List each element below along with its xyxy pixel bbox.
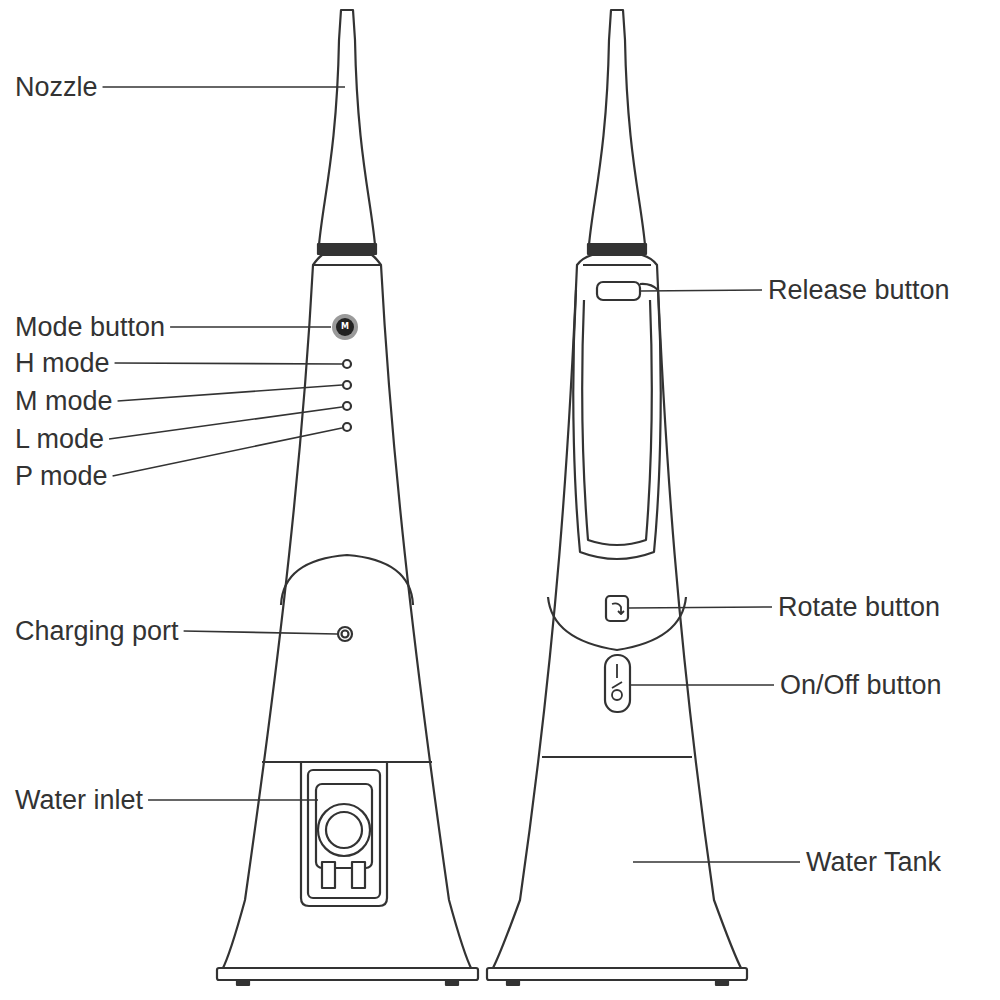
back-view [487, 10, 747, 985]
part-label: Nozzle [15, 74, 98, 101]
nozzle [319, 10, 375, 245]
water-inlet-frame [301, 763, 387, 906]
leader-line [115, 363, 342, 364]
charging-port-inner [342, 631, 349, 638]
leader-line [113, 428, 342, 476]
leader-line [641, 290, 762, 291]
on-off-symbol-ring [612, 690, 622, 700]
leader-line [631, 684, 774, 686]
front-view [217, 10, 478, 985]
grip-inner [582, 300, 651, 545]
leader-line [629, 607, 772, 608]
nozzle-collar [318, 244, 376, 254]
mode-button-halo [332, 314, 358, 340]
mode-led [343, 381, 351, 389]
water-tank-line [542, 756, 692, 758]
water-inlet-valve-inner [326, 812, 362, 848]
foot [716, 980, 728, 985]
button-letter: M [341, 323, 349, 331]
head-line [583, 264, 651, 266]
rotate-button [606, 596, 628, 621]
body-outline [222, 255, 472, 970]
foot [446, 980, 458, 985]
mode-led [343, 402, 351, 410]
leader-line [184, 631, 337, 634]
part-label: Mode button [15, 314, 165, 341]
part-label: L mode [15, 426, 104, 453]
part-label: Water Tank [806, 849, 941, 876]
tank-line [262, 761, 432, 763]
on-off-symbol [612, 664, 622, 688]
on-off-button [605, 655, 630, 712]
part-label: Release button [768, 277, 950, 304]
base [217, 968, 478, 980]
rotate-symbol [612, 603, 624, 614]
part-label: H mode [15, 350, 110, 377]
rotate-band [548, 597, 686, 650]
water-inlet-inner [308, 770, 380, 898]
nozzle [589, 10, 645, 245]
leader-line [109, 407, 342, 439]
part-label: M mode [15, 388, 113, 415]
base [487, 968, 747, 980]
part-label: P mode [15, 463, 108, 490]
foot [507, 980, 519, 985]
release-button [597, 282, 640, 300]
part-label: On/Off button [780, 672, 942, 699]
mode-led [343, 423, 351, 431]
leader-line [103, 86, 345, 88]
part-label: Rotate button [778, 594, 940, 621]
grip-outline [573, 284, 660, 559]
part-label: Charging port [15, 618, 179, 645]
leader-line [633, 861, 800, 863]
mode-button [336, 318, 354, 336]
water-inlet-plate [316, 784, 372, 868]
water-inlet-valve [318, 804, 370, 856]
inlet-latch [352, 862, 365, 888]
nozzle-collar [588, 244, 646, 254]
head-line [313, 264, 381, 266]
panel-arc [281, 555, 413, 605]
inlet-latch [322, 862, 335, 888]
part-label: Water inlet [15, 787, 143, 814]
charging-port [338, 627, 352, 641]
leader-line [148, 799, 318, 801]
mode-led [343, 360, 351, 368]
foot [237, 980, 249, 985]
leader-line [170, 326, 331, 328]
leader-line [118, 385, 342, 401]
